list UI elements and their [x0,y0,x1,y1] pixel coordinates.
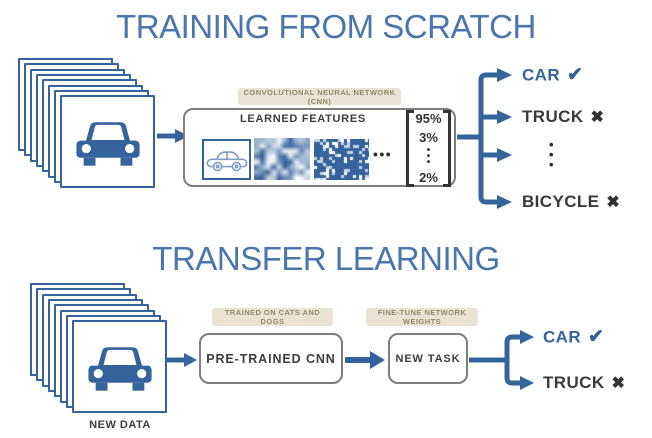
finetune-tag: FINE-TUNE NETWORK WEIGHTS [366,308,478,326]
output-row-car: CAR ✔ [522,64,583,87]
output-row-truck: TRUCK ✖ [543,373,625,393]
score-list: 95% 3% • • • 2% [414,111,443,185]
x-icon: ✖ [606,194,620,211]
car-icon [87,346,152,391]
arrowhead [497,195,512,209]
output-label-truck: TRUCK [522,107,584,126]
feature-tile-blur [254,138,310,180]
bracket-right [443,110,451,187]
check-icon: ✔ [567,64,583,86]
score-top: 95% [415,111,442,126]
arrowhead [184,353,197,367]
cnn-tag: CONVOLUTIONAL NEURAL NETWORK (CNN) [238,88,401,106]
transfer-learning-title: TRANSFER LEARNING [152,240,500,277]
top-branch-line [478,72,497,205]
output-row-truck: TRUCK ✖ [522,107,604,127]
score-second: 3% [419,129,438,145]
ellipsis-dots: ••• [373,146,393,162]
arrowhead [520,376,534,390]
new-data-label: NEW DATA [89,419,151,431]
new-task-box: NEW TASK [388,333,468,384]
pretrained-tag: TRAINED ON CATS AND DOGS [212,308,333,326]
feature-tile-car [202,139,251,180]
output-ellipsis-dots: • • • [549,137,554,172]
car-icon [75,121,140,166]
score-bottom: 2% [419,169,438,185]
training-from-scratch-title: TRAINING FROM SCRATCH [116,8,536,45]
output-label-car: CAR [543,327,582,346]
bracket-left [406,110,414,187]
output-label-car: CAR [522,65,561,84]
x-icon: ✖ [590,109,604,126]
arrowhead [497,68,512,82]
new-task-label: NEW TASK [395,352,461,365]
arrowhead [497,148,512,162]
learned-features-heading: LEARNED FEATURES [240,113,366,125]
x-icon: ✖ [611,375,625,392]
score-ellipsis-dots: • • • [426,145,431,169]
blurred-feature-map [254,138,310,180]
pretrained-cnn-box: PRE-TRAINED CNN [199,333,343,384]
arrowhead [520,330,534,344]
front-image-card [72,320,167,414]
score-bracket: 95% 3% • • • 2% [406,110,451,187]
arrowhead [370,351,385,369]
output-label-bicycle: BICYCLE [522,192,600,211]
feature-tile-noise [314,139,369,180]
bottom-branch-line [504,334,520,386]
noise-feature-map [314,139,369,180]
arrowhead [497,110,512,124]
output-label-truck: TRUCK [543,373,605,392]
pretrained-cnn-label: PRE-TRAINED CNN [206,351,336,366]
check-icon: ✔ [588,326,604,348]
front-image-card [60,95,155,189]
output-row-bicycle: BICYCLE ✖ [522,192,620,212]
output-row-car: CAR ✔ [543,326,604,349]
car-outline-icon [206,150,247,171]
